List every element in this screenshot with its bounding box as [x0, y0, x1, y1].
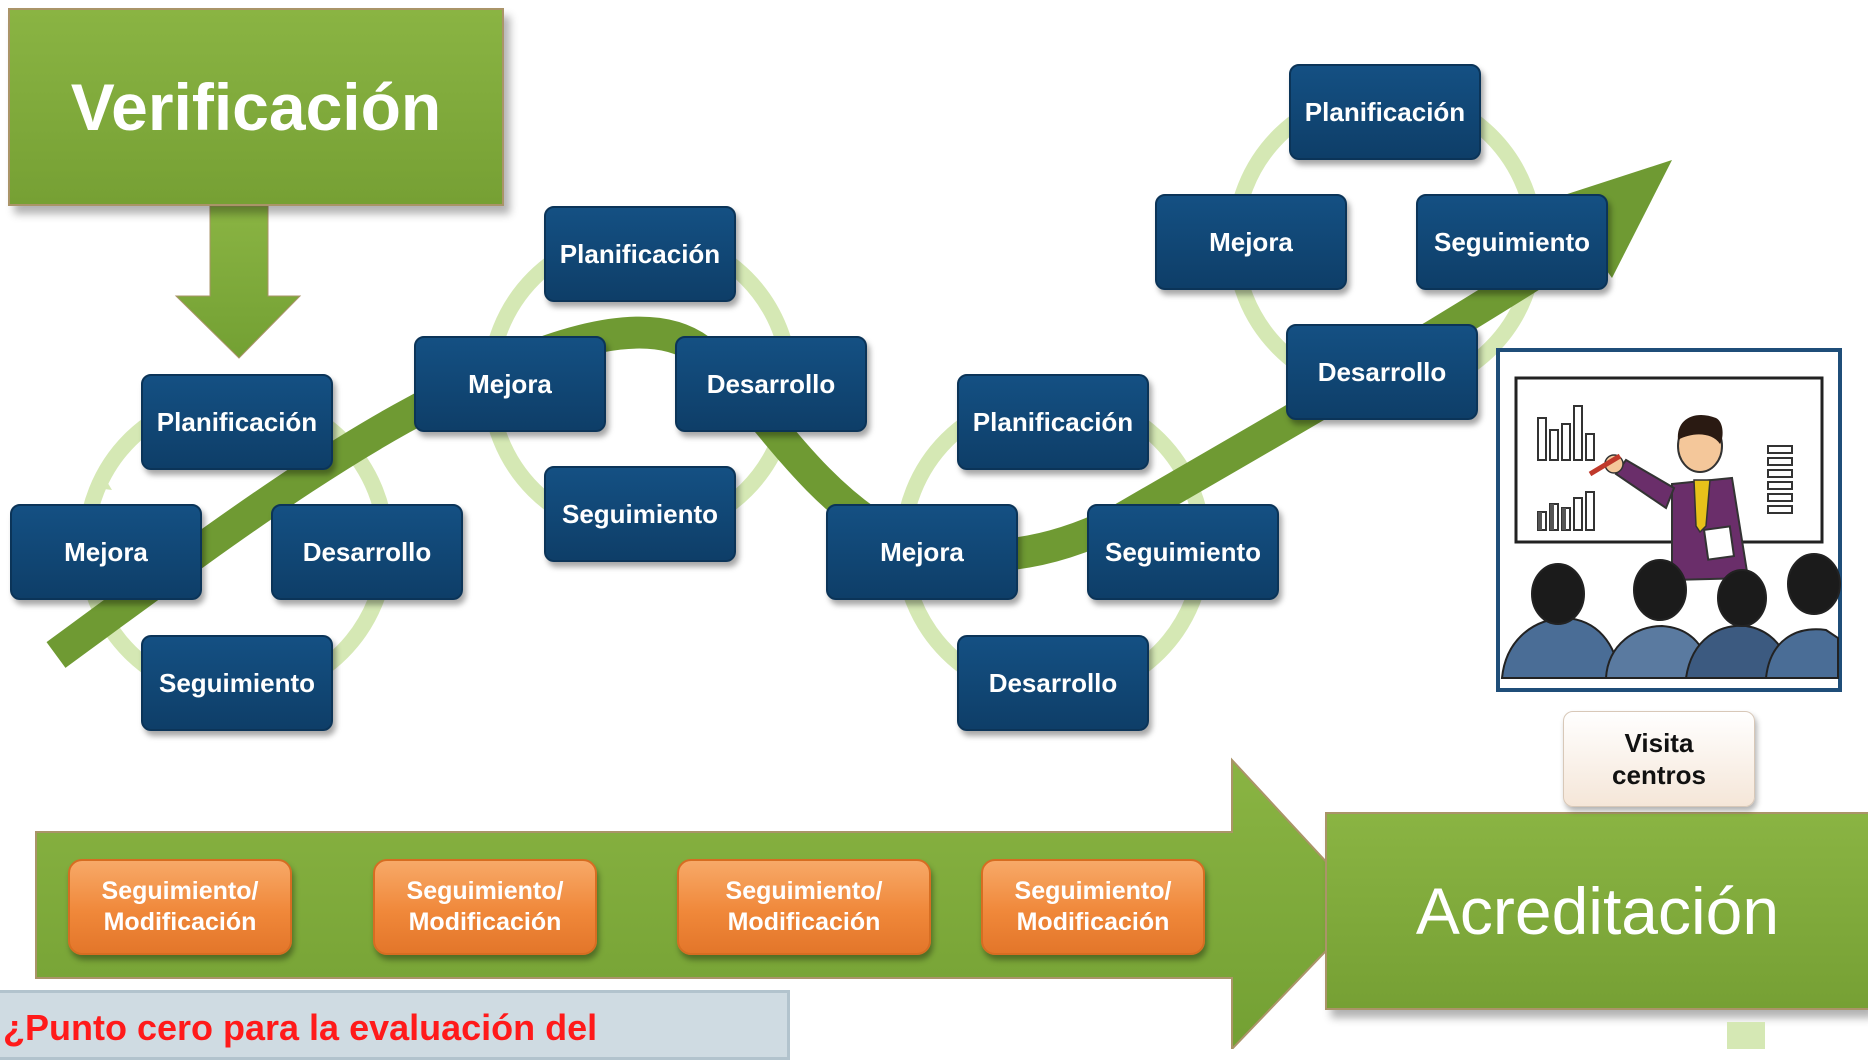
- cycle4-planificacion-box: Planificación: [1289, 64, 1481, 160]
- verificacion-box: Verificación: [8, 8, 504, 206]
- process-box-3-line2: Modificación: [727, 908, 881, 936]
- process-box-1: Seguimiento/Modificación: [68, 859, 292, 955]
- cycle3-planificacion-box: Planificación: [957, 374, 1149, 470]
- presentation-illustration: [1496, 348, 1842, 692]
- process-box-2: Seguimiento/Modificación: [373, 859, 597, 955]
- question-text: ¿Punto cero para la evaluación del: [3, 1007, 598, 1048]
- cycle2-seguimiento-box: Seguimiento: [544, 466, 736, 562]
- cycle4-desarrollo-box: Desarrollo: [1286, 324, 1478, 420]
- process-box-3: Seguimiento/Modificación: [677, 859, 931, 955]
- growth-path-line: [46, 231, 1589, 668]
- process-box-3-line1: Seguimiento/: [725, 877, 883, 905]
- cycle4-mejora-box: Mejora: [1155, 194, 1347, 290]
- cycle3-seguimiento-box: Seguimiento: [1087, 504, 1279, 600]
- cycle4-seguimiento-box: Seguimiento: [1416, 194, 1608, 290]
- cycle1-planificacion-box: Planificación: [141, 374, 333, 470]
- process-box-1-line1: Seguimiento/: [101, 877, 259, 905]
- visita-line2: centros: [1612, 760, 1706, 790]
- verificacion-title: Verificación: [70, 70, 442, 144]
- corner-square-decoration: [1727, 1022, 1765, 1049]
- acreditacion-title: Acreditación: [1415, 874, 1780, 948]
- process-box-2-line1: Seguimiento/: [406, 877, 564, 905]
- process-box-1-line2: Modificación: [103, 908, 257, 936]
- cycle1-seguimiento-box: Seguimiento: [141, 635, 333, 731]
- cycle2-mejora-box: Mejora: [414, 336, 606, 432]
- cycle2-planificacion-box: Planificación: [544, 206, 736, 302]
- down-arrow: [174, 205, 302, 359]
- cycle1-mejora-box: Mejora: [10, 504, 202, 600]
- process-box-4-line1: Seguimiento/: [1014, 877, 1172, 905]
- cycle3-desarrollo-box: Desarrollo: [957, 635, 1149, 731]
- question-box: ¿Punto cero para la evaluación del: [0, 990, 790, 1060]
- cycle3-mejora-box: Mejora: [826, 504, 1018, 600]
- acreditacion-box: Acreditación: [1325, 812, 1868, 1010]
- growth-path-arrowhead: [1555, 160, 1672, 278]
- cycle2-desarrollo-box: Desarrollo: [675, 336, 867, 432]
- process-box-4: Seguimiento/Modificación: [981, 859, 1205, 955]
- visita-line1: Visita: [1624, 728, 1694, 758]
- process-box-4-line2: Modificación: [1016, 908, 1170, 936]
- cycle1-desarrollo-box: Desarrollo: [271, 504, 463, 600]
- process-box-2-line2: Modificación: [408, 908, 562, 936]
